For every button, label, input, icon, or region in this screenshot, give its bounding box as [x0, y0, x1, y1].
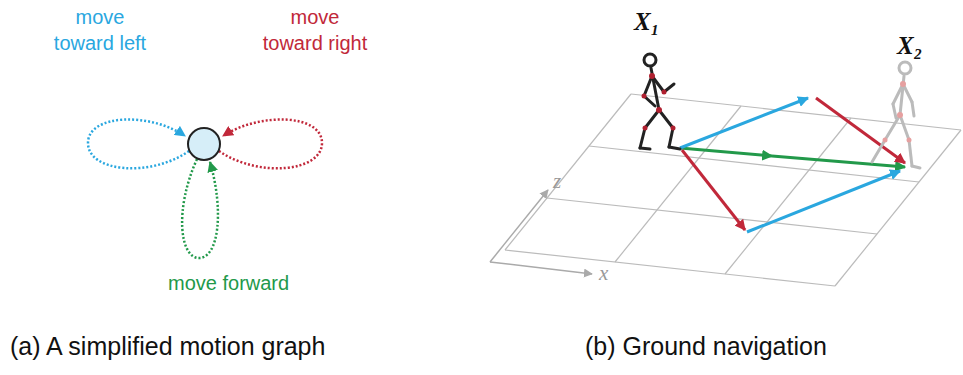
- figure-bone: [640, 148, 650, 149]
- axis-label: z: [553, 168, 561, 195]
- left-arrow: [747, 171, 900, 232]
- figure-bone: [900, 115, 909, 140]
- figure-bone: [885, 115, 900, 140]
- axis-label: x: [599, 260, 608, 287]
- figure-bone: [669, 128, 673, 147]
- left-loop: [88, 119, 189, 168]
- forward-loop: [182, 159, 218, 258]
- figure-bone: [893, 84, 903, 104]
- figure-joint: [643, 126, 648, 131]
- figure-joint: [907, 138, 912, 143]
- figure-bone: [659, 110, 673, 128]
- z-axis: [490, 190, 548, 262]
- forward-arrow: [680, 148, 772, 156]
- character-label: X₂: [897, 30, 922, 63]
- figure-joint: [900, 81, 906, 87]
- character-figure: [640, 54, 680, 149]
- grid-line: [505, 94, 631, 250]
- ground-grid: [505, 94, 961, 286]
- figure-joint: [662, 90, 667, 95]
- grid-line: [615, 106, 741, 262]
- figure-joint: [642, 94, 647, 99]
- left-arrow: [680, 98, 808, 148]
- character-figure: [872, 62, 920, 168]
- grid-line: [547, 198, 877, 234]
- figure-bone: [903, 84, 912, 102]
- loop-label: move toward left: [48, 4, 152, 56]
- grid-line: [835, 130, 961, 286]
- figure-joint: [656, 107, 662, 113]
- figure-joint: [649, 73, 655, 79]
- figure-bone: [644, 76, 652, 96]
- figure-bone: [640, 128, 645, 148]
- grid-line: [725, 118, 851, 274]
- figure-joint: [883, 138, 888, 143]
- figure-joints: [883, 81, 912, 143]
- x-axis: [490, 262, 592, 274]
- figure-bone: [872, 140, 885, 162]
- figure-bone: [912, 166, 920, 168]
- character-label: X₁: [634, 6, 659, 39]
- right-arrow: [682, 150, 745, 230]
- panel-caption: (a) A simplified motion graph: [10, 330, 325, 363]
- loop-label: move toward right: [262, 4, 368, 56]
- right-loop: [219, 119, 322, 168]
- figure-joint: [897, 112, 903, 118]
- forward-arrow: [772, 156, 905, 167]
- state-circle: [188, 128, 220, 160]
- figure-head: [644, 54, 656, 66]
- panel-caption: (b) Ground navigation: [585, 330, 827, 363]
- grid-line: [589, 146, 919, 182]
- figure-joint: [671, 126, 676, 131]
- figure-bone: [645, 110, 659, 128]
- loop-label: move forward: [168, 270, 289, 296]
- figure-bone: [893, 104, 896, 118]
- grid-line: [505, 250, 835, 286]
- figure-head: [899, 62, 911, 74]
- figure-bone: [909, 140, 912, 166]
- right-arrow: [816, 98, 905, 163]
- figure-joints: [642, 73, 676, 131]
- figure-bone: [669, 147, 680, 149]
- figure-bone: [912, 102, 914, 116]
